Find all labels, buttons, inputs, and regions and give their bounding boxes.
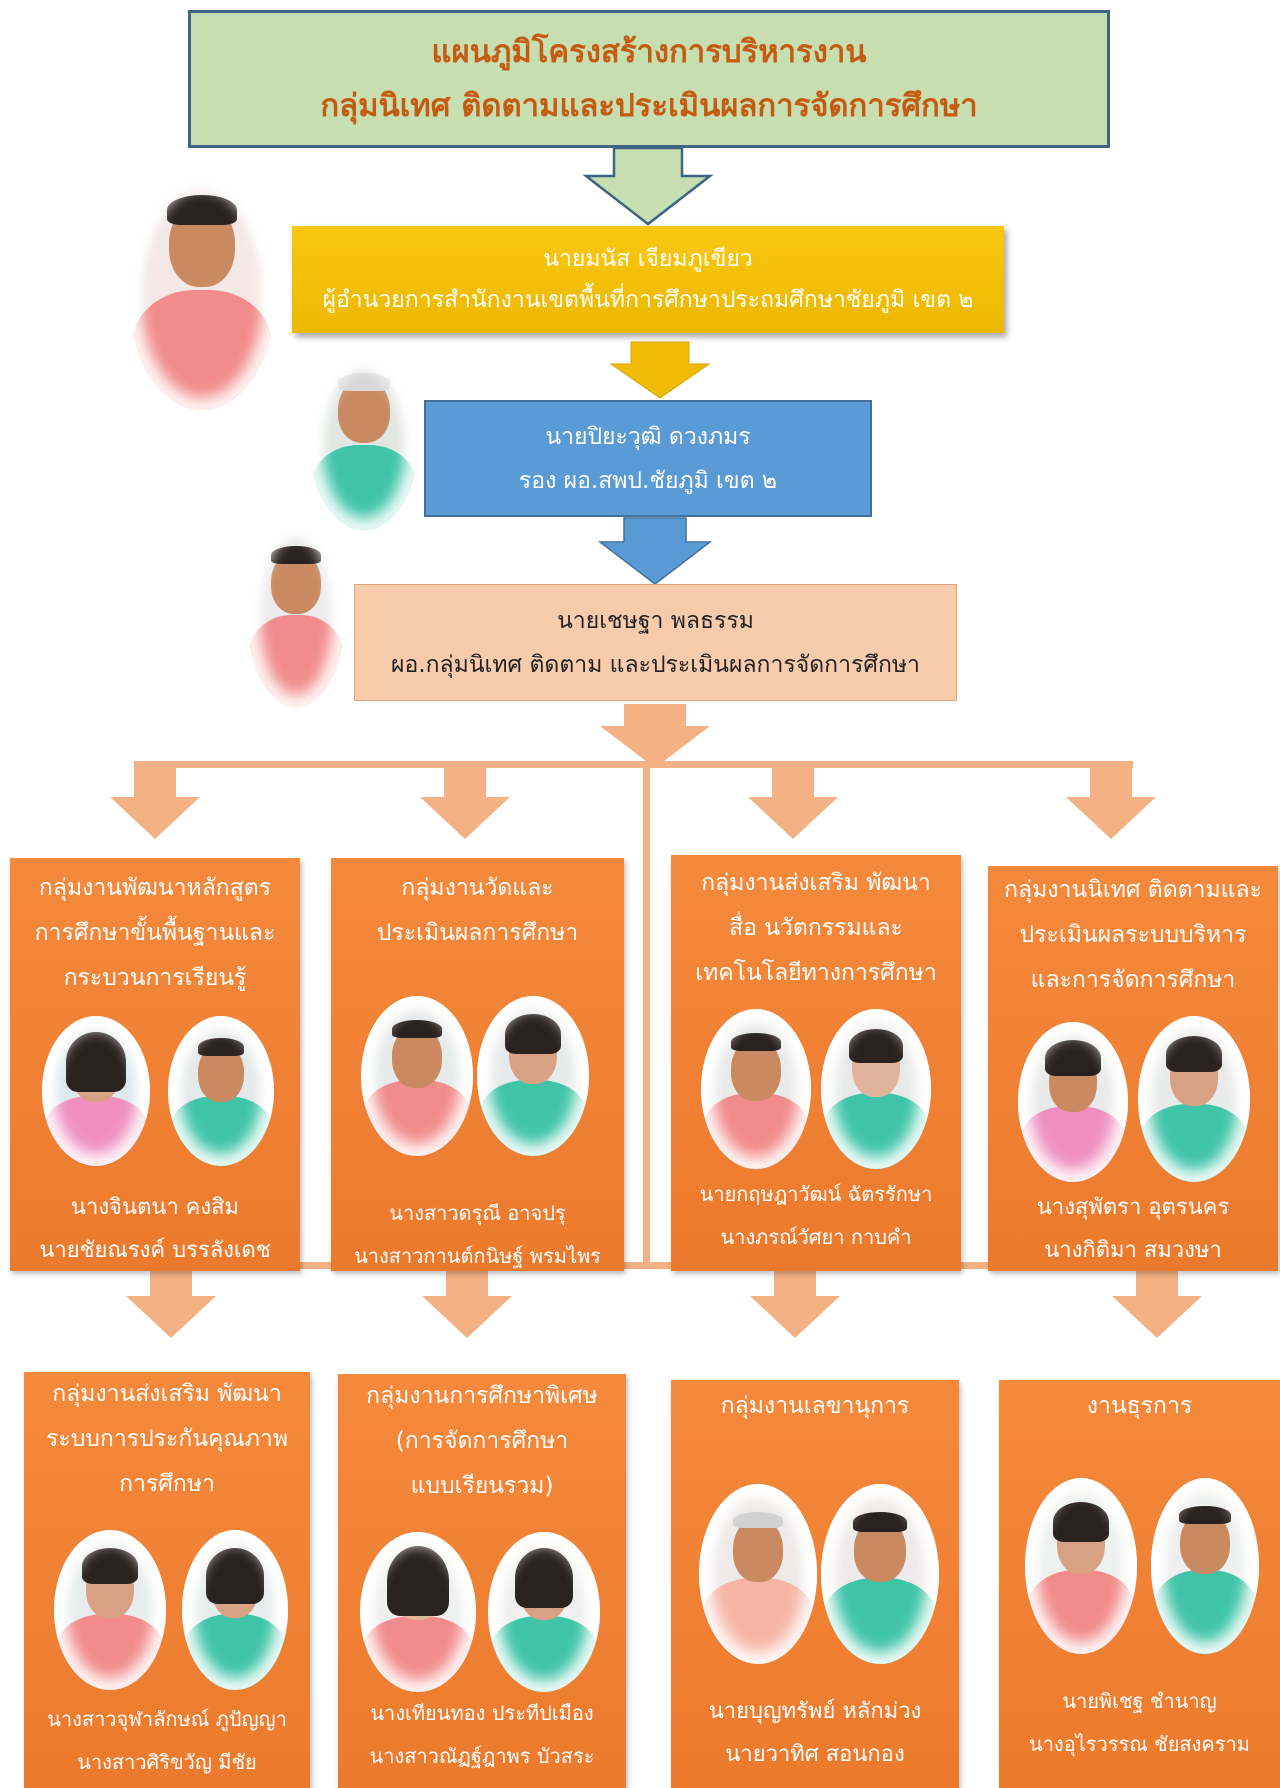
arrow-to-group-7: [750, 1262, 840, 1338]
group-card-secretary: กลุ่มงานเลขานุการ นายบุญทรัพย์ หลักม่วง …: [671, 1380, 959, 1788]
chart-title-line-1: แผนภูมิโครงสร้างการบริหารงาน: [431, 34, 867, 70]
arrow-to-group-6: [422, 1262, 512, 1338]
member-photo: [1138, 1016, 1250, 1182]
head-position: ผอ.กลุ่มนิเทศ ติดตาม และประเมินผลการจัดก…: [391, 651, 920, 678]
group-title-line: กลุ่มงานวัดและ: [401, 875, 554, 901]
deputy-photo: [310, 355, 418, 530]
arrow-to-group-3: [748, 761, 838, 839]
group-card-curriculum: กลุ่มงานพัฒนาหลักสูตร การศึกษาขั้นพื้นฐา…: [10, 858, 300, 1271]
group-card-supervision: กลุ่มงานนิเทศ ติดตามและ ประเมินผลระบบบริ…: [988, 866, 1278, 1271]
member-photo: [182, 1530, 288, 1690]
arrow-title-to-director: [582, 146, 714, 226]
group-title-line: ประเมินผลการศึกษา: [376, 920, 579, 946]
member-photo: [360, 1532, 476, 1692]
member-name: นายกฤษฎาวัฒน์ ฉัตรรักษา: [699, 1182, 933, 1206]
member-name: นางสาวศิริขวัญ มีชัย: [77, 1750, 257, 1774]
member-photo: [477, 996, 589, 1156]
member-photo: [701, 1009, 811, 1169]
member-photo: [168, 1016, 274, 1166]
arrow-head-to-groups: [600, 704, 710, 768]
arrow-director-to-deputy: [609, 341, 711, 399]
group-title-line: กลุ่มงานการศึกษาพิเศษ: [366, 1383, 598, 1409]
group-title-line: การศึกษา: [119, 1471, 215, 1497]
member-photo: [54, 1530, 166, 1690]
head-box: นายเชษฐา พลธรรม ผอ.กลุ่มนิเทศ ติดตาม และ…: [354, 584, 957, 701]
director-photo: [128, 175, 276, 410]
group-title-line: กลุ่มงานส่งเสริม พัฒนา: [701, 870, 931, 896]
member-name: นายพิเชฐ ชำนาญ: [1062, 1689, 1217, 1713]
member-photo: [1025, 1478, 1137, 1654]
member-photo: [488, 1532, 600, 1692]
group-title-line: เทคโนโลยีทางการศึกษา: [695, 960, 937, 986]
group-card-measurement: กลุ่มงานวัดและ ประเมินผลการศึกษา นางสาวด…: [331, 858, 624, 1271]
member-photo: [42, 1016, 150, 1166]
group-title-line: งานธุรการ: [1086, 1393, 1193, 1419]
head-name: นายเชษฐา พลธรรม: [557, 607, 754, 634]
connector-bottom-bar: [166, 1262, 1158, 1269]
group-card-quality-assurance: กลุ่มงานส่งเสริม พัฒนา ระบบการประกันคุณภ…: [24, 1372, 310, 1788]
group-title-line: กลุ่มงานนิเทศ ติดตามและ: [1004, 877, 1262, 903]
member-name: นางกิติมา สมวงษา: [1044, 1238, 1222, 1263]
deputy-name: นายปิยะวุฒิ ดวงภมร: [545, 423, 751, 450]
arrow-to-group-8: [1112, 1262, 1202, 1338]
member-name: นางสาวจุฬาลักษณ์ ภูปัญญา: [47, 1707, 287, 1731]
deputy-box: นายปิยะวุฒิ ดวงภมร รอง ผอ.สพป.ชัยภูมิ เข…: [424, 400, 872, 517]
chart-title-line-2: กลุ่มนิเทศ ติดตามและประเมินผลการจัดการศึ…: [320, 88, 978, 124]
group-title-line: (การจัดการศึกษา: [395, 1428, 569, 1454]
group-title-line: กลุ่มงานส่งเสริม พัฒนา: [52, 1381, 282, 1407]
connector-center-trunk: [643, 761, 650, 1269]
group-title-line: แบบเรียนรวม): [410, 1473, 554, 1499]
member-name: นางสาวณัฏฐ์ฎาพร บัวสระ: [369, 1744, 595, 1768]
head-photo: [247, 522, 345, 707]
member-photo: [821, 1484, 939, 1664]
group-title-line: กลุ่มงานพัฒนาหลักสูตร: [38, 875, 272, 901]
connector-top-bar: [136, 761, 1133, 768]
member-name: นายชัยณรงค์ บรรลังเดช: [39, 1238, 271, 1263]
chart-title-box: แผนภูมิโครงสร้างการบริหารงาน กลุ่มนิเทศ …: [188, 10, 1110, 148]
director-box: นายมนัส เจียมภูเขียว ผู้อำนวยการสำนักงาน…: [292, 226, 1004, 333]
member-name: นางสาวกานต์กนิษฐ์ พรมไพร: [354, 1244, 601, 1268]
group-card-media-innovation: กลุ่มงานส่งเสริม พัฒนา สื่อ นวัตกรรมและ …: [671, 855, 961, 1271]
member-name: นางเทียนทอง ประทีปเมือง: [370, 1701, 594, 1725]
group-title-line: และการจัดการศึกษา: [1030, 967, 1236, 993]
group-card-special-education: กลุ่มงานการศึกษาพิเศษ (การจัดการศึกษา แบ…: [338, 1374, 626, 1788]
member-photo: [821, 1009, 931, 1169]
group-card-general-admin: งานธุรการ นายพิเชฐ ชำนาญ นางอุไรวรรณ ชัย…: [999, 1380, 1280, 1788]
member-name: นายบุญทรัพย์ หลักม่วง: [708, 1699, 922, 1724]
member-name: นายวาทิศ สอนกอง: [725, 1742, 905, 1767]
member-name: นางจินตนา คงสิม: [70, 1195, 240, 1220]
member-photo: [1018, 1022, 1128, 1182]
member-name: นางสาวดรุณี อาจปรุ: [389, 1201, 566, 1225]
member-photo: [1151, 1478, 1259, 1654]
group-title-line: กลุ่มงานเลขานุการ: [720, 1393, 910, 1419]
group-title-line: สื่อ นวัตกรรมและ: [729, 915, 903, 941]
arrow-deputy-to-head: [597, 517, 713, 585]
director-name: นายมนัส เจียมภูเขียว: [543, 245, 753, 272]
member-name: นางสุพัตรา อุตรนคร: [1036, 1195, 1230, 1220]
arrow-to-group-1: [110, 761, 200, 839]
director-position: ผู้อำนวยการสำนักงานเขตพื้นที่การศึกษาประ…: [322, 286, 974, 313]
member-name: นางอุไรวรรณ ชัยสงคราม: [1029, 1732, 1250, 1756]
group-title-line: การศึกษาขั้นพื้นฐานและ: [34, 920, 276, 946]
group-title-line: กระบวนการเรียนรู้: [63, 965, 247, 991]
arrow-to-group-4: [1066, 761, 1156, 839]
member-name: นางภรณ์วัศยา กาบคำ: [720, 1225, 912, 1249]
arrow-to-group-5: [126, 1262, 216, 1338]
group-title-line: ระบบการประกันคุณภาพ: [45, 1426, 289, 1452]
deputy-position: รอง ผอ.สพป.ชัยภูมิ เขต ๒: [518, 467, 778, 494]
member-photo: [699, 1484, 817, 1664]
member-photo: [361, 996, 473, 1156]
arrow-to-group-2: [420, 761, 510, 839]
group-title-line: ประเมินผลระบบบริหาร: [1019, 922, 1247, 948]
